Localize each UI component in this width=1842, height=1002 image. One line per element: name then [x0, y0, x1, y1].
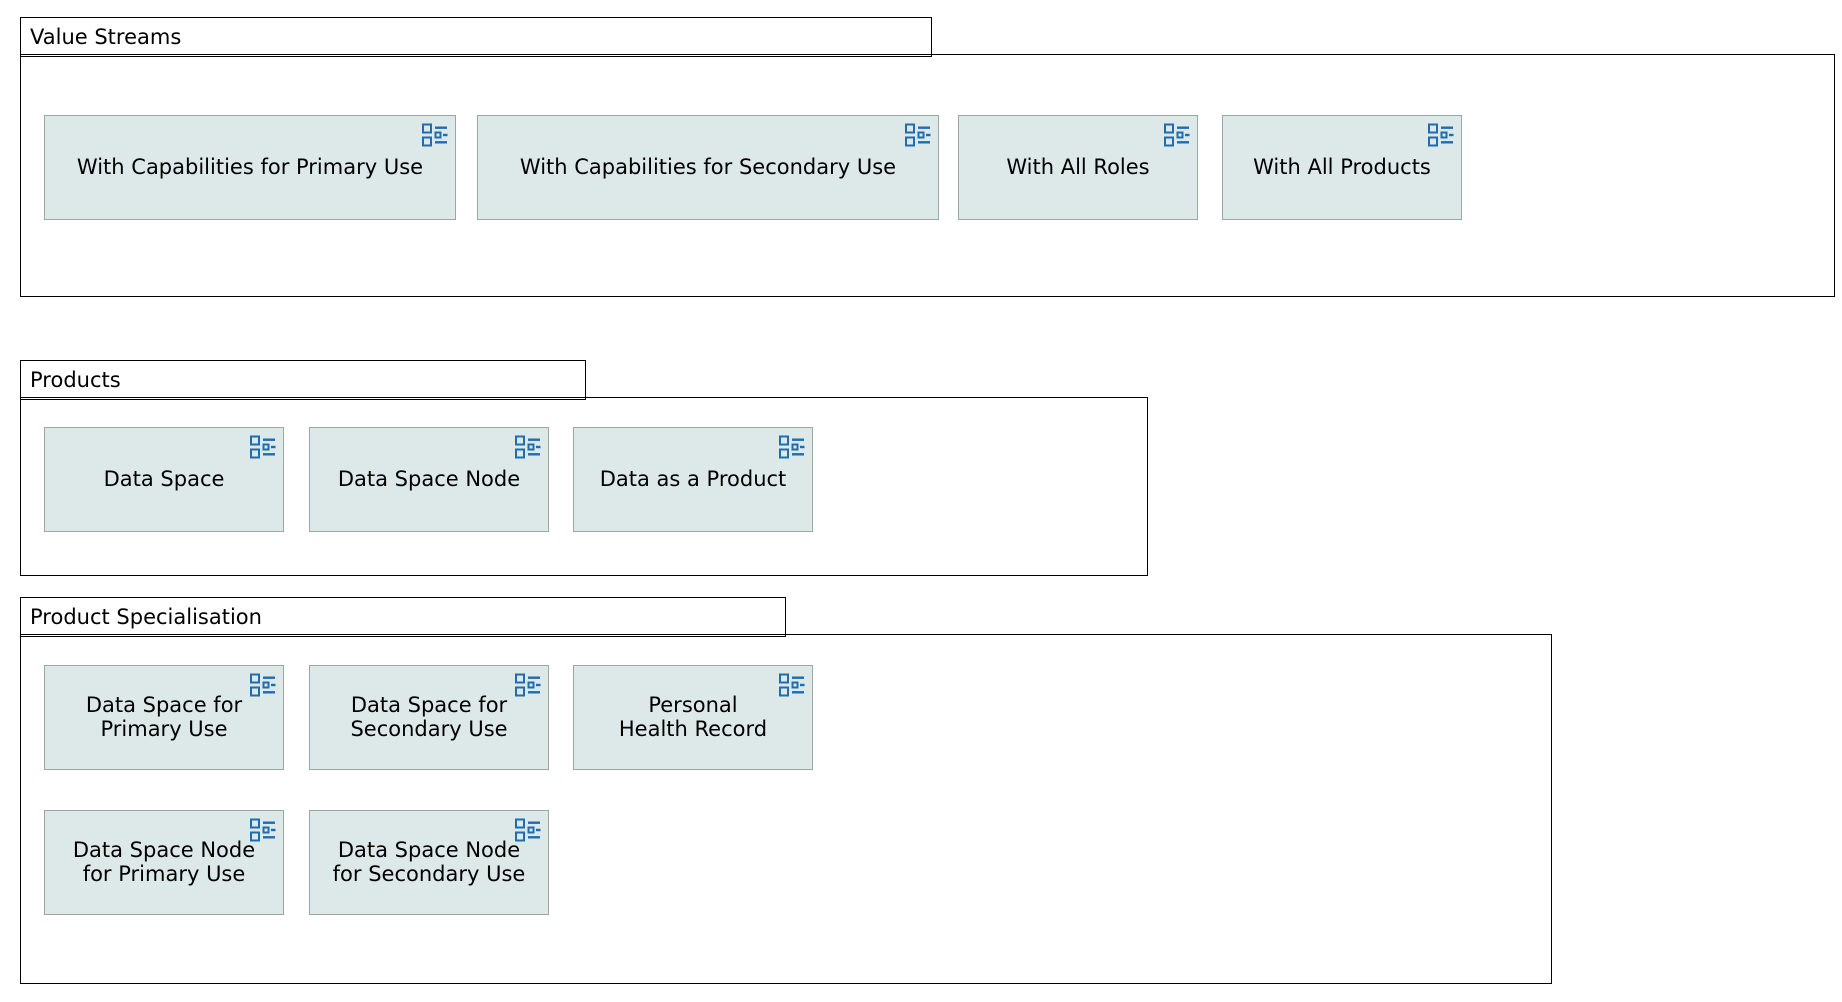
element-label-data-space: Data Space	[103, 466, 225, 491]
archimate-product-icon	[1428, 123, 1454, 147]
element-label-with-capabilities-for-primary-use: With Capabilities for Primary Use	[76, 154, 424, 179]
archimate-product-icon	[779, 673, 805, 697]
archimate-product-icon	[515, 673, 541, 697]
element-data-space-node-for-primary-use[interactable]: Data Space Node for Primary Use	[44, 810, 284, 915]
element-data-space-for-secondary-use[interactable]: Data Space for Secondary Use	[309, 665, 549, 770]
element-with-all-roles[interactable]: With All Roles	[958, 115, 1198, 220]
archimate-product-icon	[779, 435, 805, 459]
grouping-tab-product-specialisation[interactable]: Product Specialisation	[20, 597, 786, 637]
element-label-data-as-a-product: Data as a Product	[599, 466, 787, 491]
grouping-label-product-specialisation: Product Specialisation	[30, 604, 262, 629]
element-label-personal-health-record: Personal Health Record	[618, 692, 768, 741]
archimate-product-icon	[422, 123, 448, 147]
element-label-with-all-roles: With All Roles	[1006, 154, 1150, 179]
grouping-body-value-streams[interactable]	[20, 54, 1835, 297]
element-with-capabilities-for-primary-use[interactable]: With Capabilities for Primary Use	[44, 115, 456, 220]
element-label-data-space-for-secondary-use: Data Space for Secondary Use	[350, 692, 508, 741]
grouping-label-value-streams: Value Streams	[30, 24, 182, 49]
archimate-product-icon	[1164, 123, 1190, 147]
element-label-with-all-products: With All Products	[1253, 154, 1431, 179]
archimate-product-icon	[515, 435, 541, 459]
element-label-data-space-node-for-primary-use: Data Space Node for Primary Use	[72, 837, 256, 886]
grouping-label-products: Products	[30, 367, 121, 392]
element-label-with-capabilities-for-secondary-use: With Capabilities for Secondary Use	[519, 154, 897, 179]
grouping-body-product-specialisation[interactable]	[20, 634, 1552, 984]
element-with-all-products[interactable]: With All Products	[1222, 115, 1462, 220]
archimate-product-icon	[250, 673, 276, 697]
grouping-tab-products[interactable]: Products	[20, 360, 586, 400]
element-personal-health-record[interactable]: Personal Health Record	[573, 665, 813, 770]
element-data-space[interactable]: Data Space	[44, 427, 284, 532]
element-data-space-node[interactable]: Data Space Node	[309, 427, 549, 532]
element-with-capabilities-for-secondary-use[interactable]: With Capabilities for Secondary Use	[477, 115, 939, 220]
element-data-as-a-product[interactable]: Data as a Product	[573, 427, 813, 532]
archimate-product-icon	[905, 123, 931, 147]
element-data-space-node-for-secondary-use[interactable]: Data Space Node for Secondary Use	[309, 810, 549, 915]
archimate-product-icon	[515, 818, 541, 842]
element-label-data-space-node-for-secondary-use: Data Space Node for Secondary Use	[332, 837, 526, 886]
element-label-data-space-node: Data Space Node	[337, 466, 521, 491]
grouping-tab-value-streams[interactable]: Value Streams	[20, 17, 932, 57]
element-label-data-space-for-primary-use: Data Space for Primary Use	[85, 692, 243, 741]
element-data-space-for-primary-use[interactable]: Data Space for Primary Use	[44, 665, 284, 770]
grouping-body-products[interactable]	[20, 397, 1148, 576]
archimate-product-icon	[250, 435, 276, 459]
archimate-product-icon	[250, 818, 276, 842]
